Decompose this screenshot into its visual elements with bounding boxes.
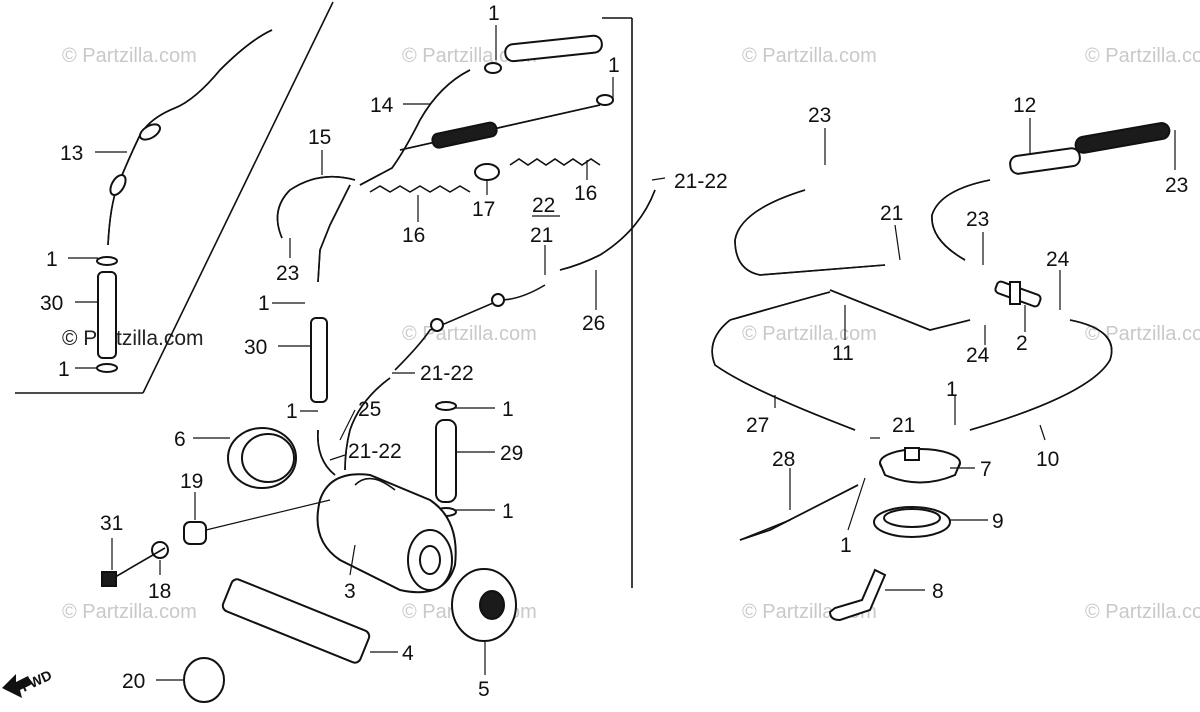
- fwd-arrow: FWD: [2, 667, 54, 698]
- filter-7: [879, 447, 961, 484]
- callout-1-right: 1: [946, 378, 958, 401]
- hose-25: [344, 377, 391, 471]
- spring-16-left: [369, 185, 471, 193]
- inset-divider-left: [15, 1, 334, 394]
- callout-30-inset: 30: [40, 292, 63, 315]
- callout-1-top: 1: [488, 2, 500, 25]
- callout-21-right: 21: [880, 202, 903, 225]
- hose-14: [359, 69, 614, 186]
- callout-18: 18: [148, 580, 171, 603]
- callout-21-lower: 21: [892, 414, 915, 437]
- callout-14: 14: [370, 94, 394, 117]
- callout-5: 5: [478, 678, 490, 701]
- cover-6: [227, 427, 297, 489]
- watermarks: © Partzilla.com © Partzilla.com © Partzi…: [62, 45, 1200, 623]
- spring-16-right: [509, 158, 601, 166]
- callout-1-inset-b: 1: [58, 358, 70, 381]
- hose-11: [729, 289, 971, 331]
- bolt-31: [101, 547, 166, 587]
- callout-23-top: 23: [808, 104, 831, 127]
- callout-20: 20: [122, 670, 145, 693]
- callout-6: 6: [174, 428, 186, 451]
- callout-3: 3: [344, 580, 356, 603]
- watermark-7: © Partzilla.com: [1085, 323, 1200, 345]
- hose-13: [107, 29, 273, 246]
- watermark-1: © Partzilla.com: [62, 45, 197, 67]
- callout-25: 25: [358, 398, 381, 421]
- band-9: [873, 506, 951, 538]
- callout-23-center: 23: [966, 208, 989, 231]
- callout-4: 4: [402, 642, 414, 665]
- watermark-8: © Partzilla.com: [62, 601, 197, 623]
- callout-31: 31: [100, 512, 123, 535]
- callout-1-top-right: 1: [608, 54, 620, 77]
- plate-4: [221, 578, 371, 664]
- hose-1-top: [484, 34, 603, 74]
- hose-15: [276, 175, 356, 283]
- leader-lines: [68, 25, 1176, 681]
- fwd-label: FWD: [19, 667, 55, 695]
- bracket-line: [394, 284, 546, 371]
- callout-1-hose29-bot: 1: [502, 500, 514, 523]
- cover-5: [451, 568, 517, 642]
- callout-21-22-low: 21-22: [348, 440, 402, 463]
- grommet-19: [183, 499, 331, 545]
- watermark-11: © Partzilla.com: [1085, 601, 1200, 623]
- callout-8: 8: [932, 580, 944, 603]
- callout-21-mid: 21: [530, 224, 553, 247]
- pipe-30-main: [310, 317, 336, 476]
- hose-12: [931, 122, 1171, 261]
- callout-1-mid: 1: [258, 292, 270, 315]
- callout-15: 15: [308, 126, 331, 149]
- callout-23-left: 23: [276, 262, 299, 285]
- callout-27: 27: [746, 414, 769, 437]
- inset-divider-right: [602, 17, 633, 588]
- callout-7: 7: [980, 458, 992, 481]
- callout-26: 26: [582, 312, 605, 335]
- hose-26: [559, 189, 656, 271]
- oring-20: [183, 657, 225, 703]
- hose-10: [969, 319, 1113, 431]
- pipe-30-inset: [96, 256, 118, 373]
- fuel-pump-3: [316, 473, 457, 594]
- callout-1-hose29-top: 1: [502, 398, 514, 421]
- callout-17: 17: [472, 198, 495, 221]
- callout-9: 9: [992, 510, 1004, 533]
- callout-13: 13: [60, 142, 83, 165]
- callout-19: 19: [180, 470, 203, 493]
- callout-12: 12: [1013, 94, 1036, 117]
- callout-2: 2: [1016, 332, 1028, 355]
- callout-1-inset-a: 1: [46, 248, 58, 271]
- callout-21-22-mid: 21-22: [420, 362, 474, 385]
- callout-24-right: 24: [1046, 248, 1070, 271]
- hose-28: [739, 484, 859, 541]
- callout-16-right: 16: [574, 182, 597, 205]
- callout-24-left: 24: [966, 344, 990, 367]
- callout-28: 28: [772, 448, 795, 471]
- watermark-4: © Partzilla.com: [1085, 45, 1200, 67]
- callout-21-22-top: 21-22: [674, 170, 728, 193]
- callout-1-lower: 1: [286, 400, 298, 423]
- watermark-2: © Partzilla.com: [402, 45, 537, 67]
- watermark-3: © Partzilla.com: [742, 45, 877, 67]
- callout-22: 22: [532, 194, 555, 217]
- t-joint-2: [994, 280, 1042, 308]
- hose-27: [711, 189, 886, 431]
- hose-29: [435, 401, 457, 517]
- spring-17: [474, 163, 500, 181]
- callout-1-filter: 1: [840, 534, 852, 557]
- callout-11: 11: [832, 342, 854, 365]
- callout-23-right: 23: [1165, 174, 1188, 197]
- callout-10: 10: [1036, 448, 1059, 471]
- watermark-inset: © Partzilla.com: [62, 327, 204, 350]
- watermark-6: © Partzilla.com: [742, 323, 877, 345]
- callout-30-main: 30: [244, 336, 267, 359]
- callout-16-left: 16: [402, 224, 425, 247]
- bracket-8: [828, 568, 887, 622]
- callout-29: 29: [500, 442, 523, 465]
- callouts: 13 1 30 1 1 1 14 15 16 17 16 23 1 30 1 2…: [40, 2, 1188, 701]
